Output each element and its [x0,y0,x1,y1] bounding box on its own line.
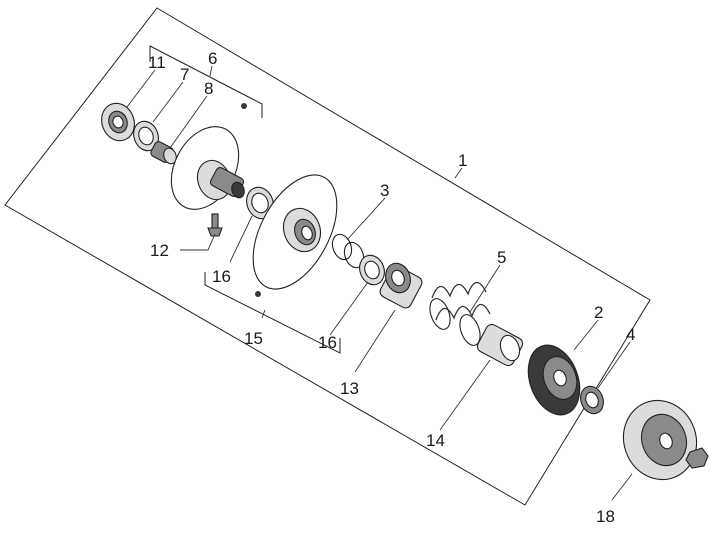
callout-12: 12 [150,241,169,260]
callout-1: 1 [458,151,467,170]
spacer-part-14 [439,323,524,431]
callout-16-lower: 16 [318,333,337,352]
callout-14: 14 [426,431,445,450]
callout-5: 5 [497,248,506,267]
screw-part-12 [180,213,223,251]
callout-13: 13 [340,379,359,398]
fixed-pulley-half [170,103,247,210]
callout-3: 3 [380,181,389,200]
clutch-bell-part-18 [611,399,709,501]
callout-15: 15 [244,329,263,348]
callout-4: 4 [626,325,635,344]
bearing-part-16-lower [329,254,385,336]
callout-7: 7 [180,65,189,84]
bushing-part-8 [150,95,208,165]
movable-pulley-half [252,174,338,297]
washer-part-4 [580,341,631,415]
leader-15 [261,309,266,319]
assembly-frame [4,7,651,506]
callout-18: 18 [596,507,615,526]
ring-part-7 [133,81,184,152]
callout-16-upper: 16 [212,267,231,286]
clutch-part-2 [527,319,599,416]
callout-2: 2 [594,303,603,322]
sleeve-part-13 [354,262,423,373]
o-rings-part-3 [331,197,386,269]
bracket-15 [204,272,341,354]
callout-8: 8 [204,79,213,98]
bearing-part-16-upper [229,186,274,263]
bearing-part-11 [101,69,156,142]
leader-6 [209,65,213,77]
bracket-6 [149,45,263,118]
callout-11: 11 [148,53,166,72]
leader-1 [454,167,463,179]
spring-part-5 [429,264,501,346]
callout-6: 6 [208,49,217,68]
